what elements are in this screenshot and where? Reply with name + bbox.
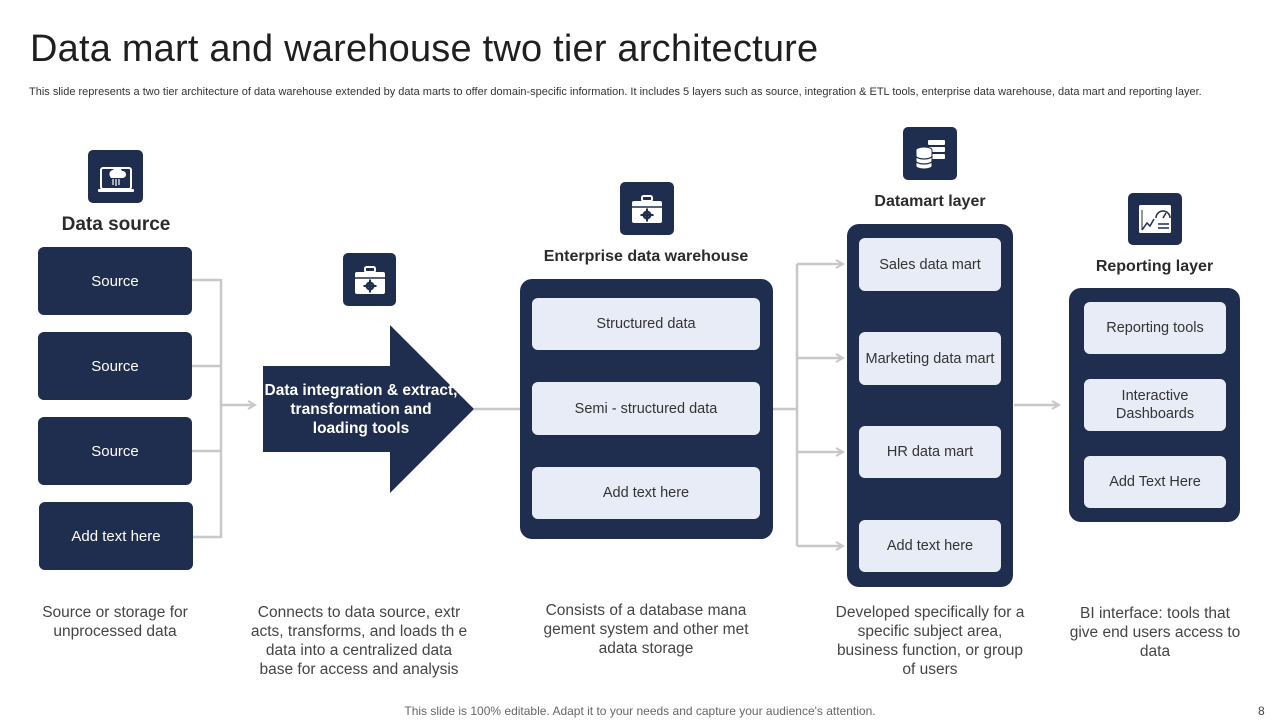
- warehouse-heading: Enterprise data warehouse: [543, 248, 749, 265]
- warehouse-item[interactable]: Semi - structured data: [532, 382, 760, 435]
- dashboard-chart-icon: [1128, 193, 1182, 245]
- cloud-computer-icon: [88, 150, 143, 203]
- etl-arrow: Data integration & extract, transformati…: [263, 325, 474, 493]
- source-box[interactable]: Source: [38, 247, 192, 315]
- warehouse-item[interactable]: Structured data: [532, 298, 760, 350]
- source-box[interactable]: Add text here: [39, 502, 193, 570]
- page-number: 8: [1258, 704, 1265, 718]
- reporting-item[interactable]: Add Text Here: [1084, 456, 1226, 508]
- footer-note: This slide is 100% editable. Adapt it to…: [404, 704, 876, 718]
- source-box[interactable]: Source: [38, 417, 192, 485]
- datamart-item[interactable]: Sales data mart: [859, 238, 1001, 291]
- datamart-heading: Datamart layer: [874, 193, 986, 210]
- etl-arrow-label: Data integration & extract, transformati…: [264, 381, 458, 437]
- source-description: Source or storage for unprocessed data: [42, 604, 188, 640]
- reporting-item[interactable]: Reporting tools: [1084, 302, 1226, 354]
- source-bracket: [192, 278, 255, 539]
- datamart-item[interactable]: HR data mart: [859, 426, 1001, 478]
- source-heading: Data source: [61, 214, 171, 235]
- slide-title: Data mart and warehouse two tier archite…: [30, 28, 819, 70]
- datamart-description: Developed specifically for a specific su…: [835, 604, 1025, 678]
- reporting-heading: Reporting layer: [1095, 258, 1214, 275]
- database-server-icon: [903, 127, 957, 180]
- slide-subtitle: This slide represents a two tier archite…: [29, 86, 1202, 98]
- toolbox-gear-icon: [620, 182, 674, 235]
- source-box[interactable]: Source: [38, 332, 192, 400]
- datamart-item[interactable]: Marketing data mart: [859, 332, 1001, 385]
- reporting-description: BI interface: tools that give end users …: [1069, 605, 1241, 660]
- reporting-item[interactable]: Interactive Dashboards: [1084, 379, 1226, 431]
- datamart-item[interactable]: Add text here: [859, 520, 1001, 572]
- toolbox-gear-icon: [343, 253, 396, 306]
- warehouse-description: Consists of a database mana gement syste…: [543, 602, 749, 657]
- etl-description: Connects to data source, extr acts, tran…: [250, 604, 468, 678]
- warehouse-bracket: [773, 264, 843, 546]
- warehouse-item[interactable]: Add text here: [532, 467, 760, 519]
